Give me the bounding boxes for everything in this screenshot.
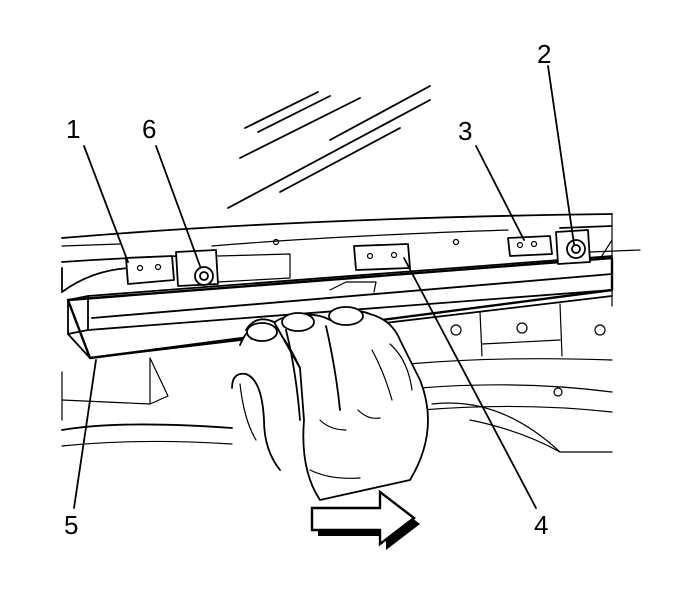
clip-6	[175, 249, 291, 287]
clip-3	[507, 235, 553, 257]
callout-3: 3	[458, 116, 472, 146]
leader-line-4	[403, 257, 537, 509]
callout-labels: 1 2 3 4 5 6	[64, 39, 551, 540]
fastener-nut-6	[194, 266, 214, 286]
clip-1	[125, 255, 175, 285]
glass-reflection-lines	[227, 85, 431, 209]
leader-line-1	[83, 145, 129, 263]
lower-body-structure	[61, 303, 613, 453]
direction-arrow-icon	[310, 489, 420, 550]
leader-line-2	[547, 65, 575, 245]
leader-lines	[73, 65, 575, 509]
leader-line-3	[475, 145, 525, 241]
fastener-nut-2	[566, 239, 586, 259]
callout-4: 4	[534, 510, 548, 540]
clip-4	[353, 243, 411, 271]
callout-1: 1	[66, 114, 80, 144]
roof-panel	[61, 213, 641, 307]
hand-illustration	[231, 306, 429, 501]
callout-5: 5	[64, 510, 78, 540]
leader-line-6	[155, 145, 201, 267]
callout-2: 2	[537, 39, 551, 69]
leader-line-5	[73, 359, 97, 509]
callout-6: 6	[142, 114, 156, 144]
